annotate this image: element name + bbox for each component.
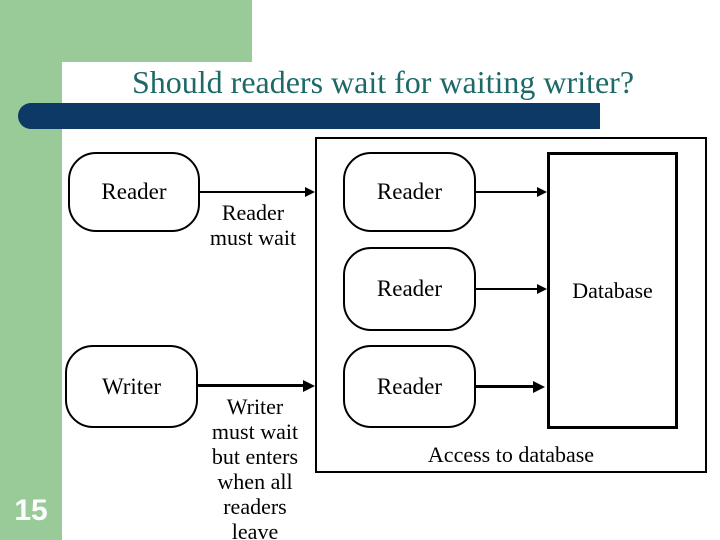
active-reader-box-2: Reader: [343, 247, 476, 331]
active-reader-box-1: Reader: [343, 152, 476, 232]
slide-title: Should readers wait for waiting writer?: [131, 64, 635, 100]
writer-wait-line-5: readers: [223, 494, 287, 519]
active-reader-2-label: Reader: [376, 276, 443, 301]
writer-must-wait-label: Writer must wait but enters when all rea…: [193, 394, 317, 540]
arrow-reader1-to-database: [476, 191, 538, 193]
waiting-reader-label: Reader: [101, 179, 167, 204]
arrowhead-icon: [533, 381, 545, 393]
access-to-database-label: Access to database: [427, 442, 595, 467]
arrow-writer-enters: [198, 384, 303, 387]
writer-wait-line-4: when all: [217, 469, 293, 494]
waiting-writer-box: Writer: [65, 345, 198, 428]
reader-must-wait-label: Reader must wait: [196, 200, 310, 250]
writer-wait-line-6: leave: [231, 519, 279, 540]
arrowhead-icon: [305, 187, 315, 197]
active-reader-1-label: Reader: [376, 179, 443, 204]
arrowhead-icon: [303, 380, 315, 392]
page-number: 15: [14, 494, 48, 527]
database-box: Database: [547, 152, 678, 429]
reader-wait-line-2: must wait: [209, 225, 297, 250]
database-label: Database: [572, 277, 653, 303]
active-reader-box-3: Reader: [343, 345, 476, 428]
waiting-reader-box: Reader: [68, 152, 200, 232]
writer-wait-line-1: Writer: [226, 394, 284, 419]
writer-wait-line-3: but enters: [211, 444, 299, 469]
arrow-reader-enters: [200, 191, 306, 193]
arrow-reader3-to-database: [476, 385, 534, 388]
green-sidebar-band: [0, 0, 62, 540]
title-underline-bar: [18, 103, 600, 129]
reader-wait-line-1: Reader: [221, 200, 285, 225]
writer-wait-line-2: must wait: [211, 419, 299, 444]
active-reader-3-label: Reader: [376, 373, 443, 399]
arrow-reader2-to-database: [476, 288, 538, 290]
arrowhead-icon: [537, 284, 547, 294]
arrowhead-icon: [537, 187, 547, 197]
waiting-writer-label: Writer: [101, 373, 162, 399]
